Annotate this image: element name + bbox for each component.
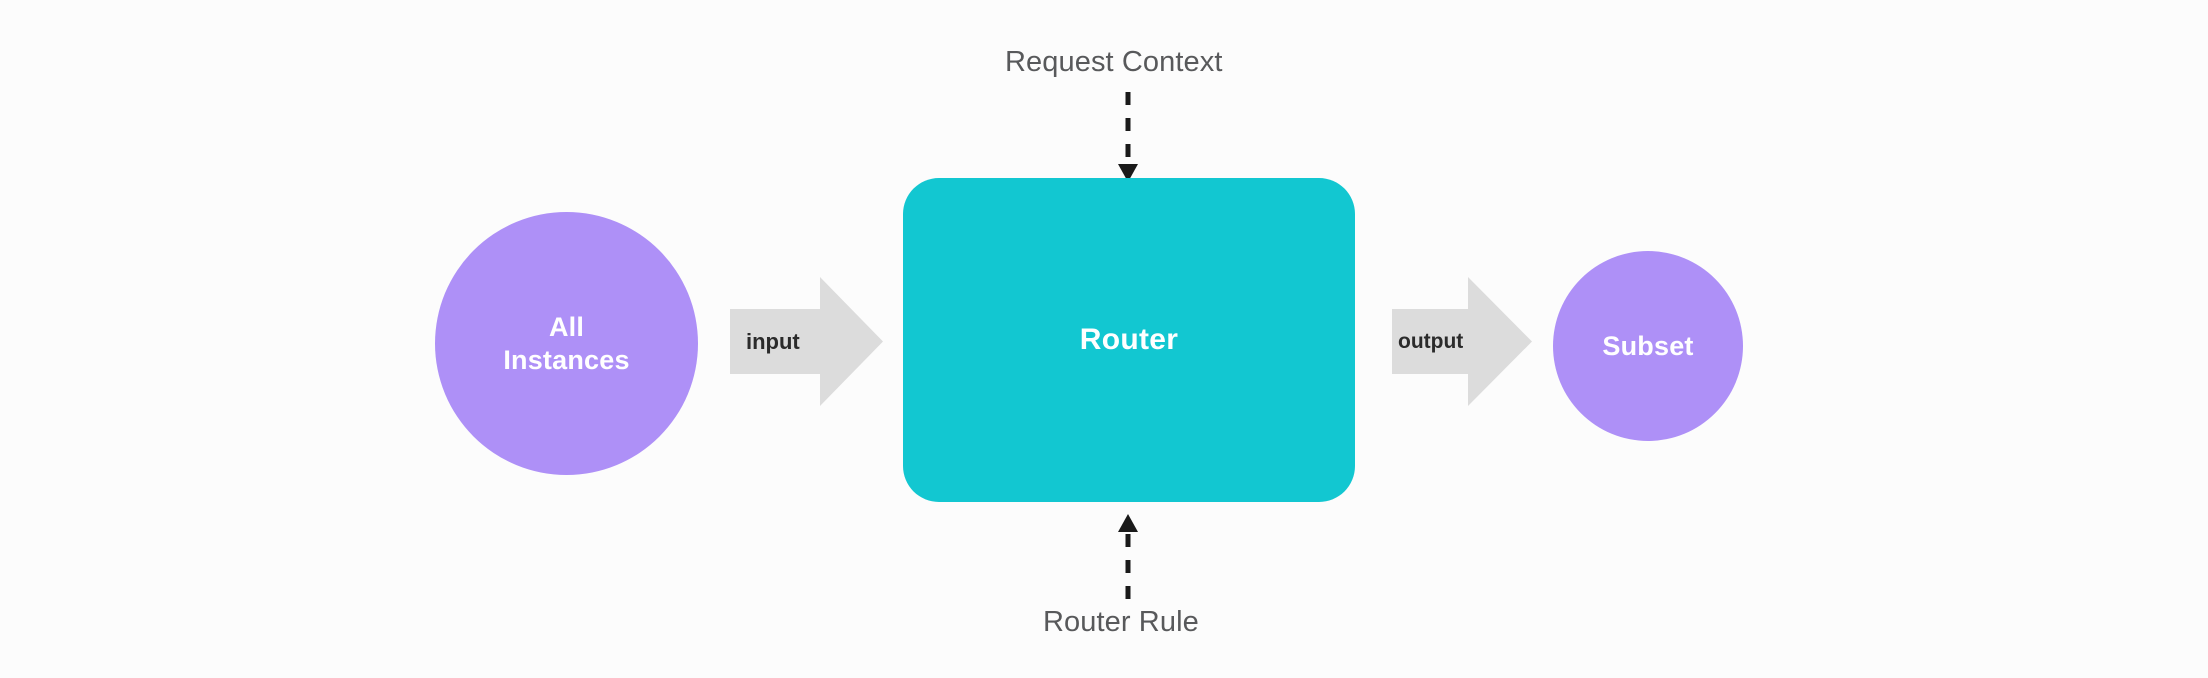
arrow-output: output xyxy=(1392,277,1532,406)
right-block-arrow-icon xyxy=(1392,277,1532,406)
node-all-instances: All Instances xyxy=(435,212,698,475)
right-block-arrow-icon xyxy=(730,277,883,406)
node-router: Router xyxy=(903,178,1355,502)
request-context-connector xyxy=(1104,92,1152,184)
arrow-input-label: input xyxy=(746,328,800,354)
dashed-up-arrow-icon xyxy=(1118,514,1138,600)
node-subset: Subset xyxy=(1553,251,1743,441)
router-rule-label: Router Rule xyxy=(1043,606,1199,638)
router-rule-connector xyxy=(1104,500,1152,600)
arrow-input: input xyxy=(730,277,883,406)
arrow-output-label: output xyxy=(1398,329,1464,353)
node-router-label: Router xyxy=(1079,323,1179,356)
node-all-instances-label: All Instances xyxy=(503,311,630,375)
node-subset-label: Subset xyxy=(1602,330,1694,361)
request-context-label: Request Context xyxy=(1005,46,1223,78)
dashed-down-arrow-icon xyxy=(1118,92,1138,182)
